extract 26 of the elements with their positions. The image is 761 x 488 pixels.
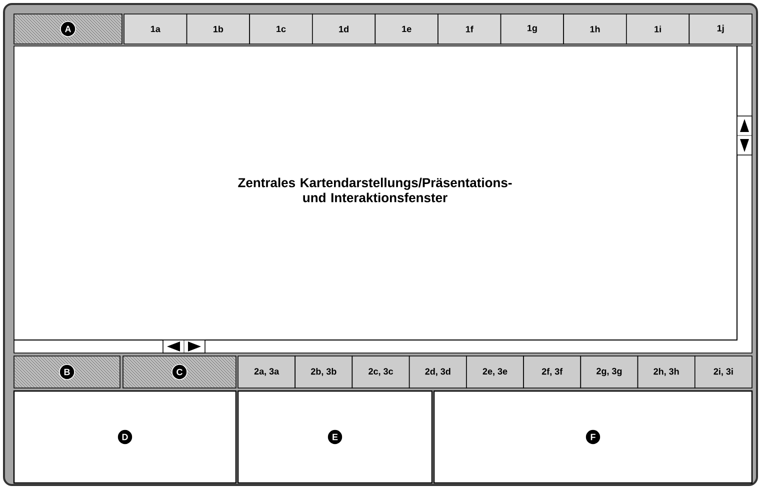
tab-cell: 1j xyxy=(688,14,752,44)
panel: E xyxy=(237,390,433,484)
tab-cell: 1c xyxy=(249,14,313,44)
tab-cell: 1h xyxy=(563,14,627,44)
tab-cell: 2e, 3e xyxy=(466,356,524,388)
tab-cell: 1g xyxy=(500,14,564,44)
tab-cell: 2b, 3b xyxy=(294,356,353,388)
hatched-cell: C xyxy=(172,364,188,380)
tab-cell: 1a xyxy=(124,14,188,44)
tab-cell: 2f, 3f xyxy=(523,356,582,388)
tab-cell: 1e xyxy=(374,14,438,44)
tab-cell: 1i xyxy=(626,14,690,44)
panel: D xyxy=(13,390,237,484)
tab-cell: 2h, 3h xyxy=(637,356,696,388)
hatched-cell: B xyxy=(59,364,75,380)
tab-cell: 1f xyxy=(438,14,502,44)
tab-cell: 1b xyxy=(186,14,250,44)
tab-cell: 2c, 3c xyxy=(352,356,410,388)
hatched-cell: A xyxy=(60,21,76,37)
panel: F xyxy=(433,390,753,484)
tab-cell: 2d, 3d xyxy=(408,356,467,388)
tab-cell: 1d xyxy=(312,14,376,44)
map-window: Zentrales Kartendarstellungs/Präsentations- und Interaktionsfenster xyxy=(14,46,752,354)
tab-cell: 2g, 3g xyxy=(580,356,638,388)
tab-cell: 2i, 3i xyxy=(694,356,752,388)
tab-cell: 2a, 3a xyxy=(238,356,296,388)
